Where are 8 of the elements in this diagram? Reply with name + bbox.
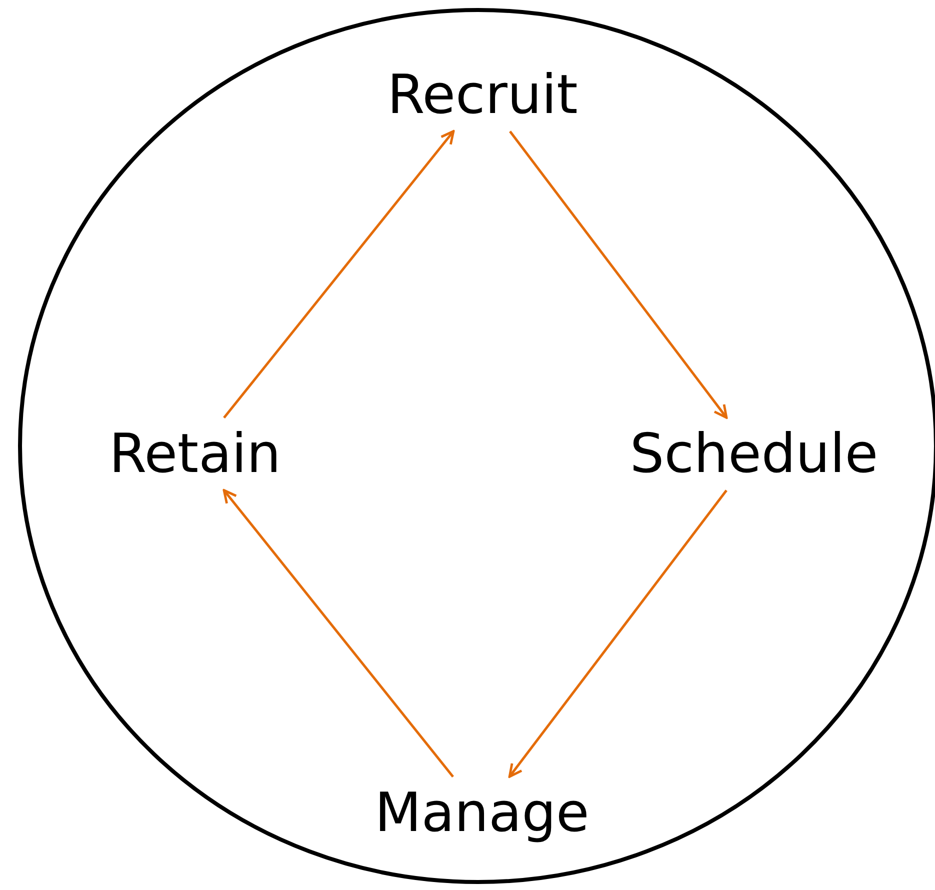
step-label: Schedule: [624, 424, 884, 484]
step-label: Manage: [368, 783, 596, 843]
arrow: [508, 490, 728, 778]
arrow: [223, 130, 455, 419]
arrow: [222, 489, 454, 778]
step-label: Retain: [104, 424, 286, 484]
step-label: Recruit: [380, 65, 585, 125]
arrow: [509, 130, 728, 419]
